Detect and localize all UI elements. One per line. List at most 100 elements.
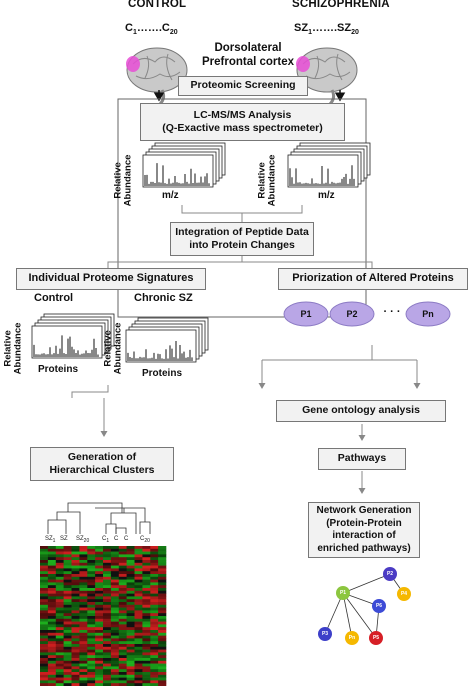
heatmap-cell [47, 646, 57, 650]
heatmap-cell [158, 655, 167, 659]
heatmap-cell [118, 621, 127, 625]
hierarchical-clusters-box: Generation of Hierarchical Clusters [30, 447, 174, 481]
heatmap-cell [40, 579, 49, 583]
heatmap-cell [110, 546, 120, 550]
heatmap-cell [63, 610, 72, 614]
heatmap-cell [55, 596, 64, 600]
heatmap-cell [55, 660, 64, 664]
heatmap-cell [158, 618, 167, 622]
heatmap-cell [134, 652, 143, 656]
heatmap-cell [55, 593, 64, 597]
heatmap-cell [150, 548, 159, 552]
heatmap-cell [150, 683, 159, 686]
heatmap-cell [142, 635, 151, 639]
heatmap-cell [110, 660, 120, 664]
heatmap-cell [134, 680, 143, 684]
heatmap-cell [55, 590, 64, 594]
protein-oval-p1 [283, 301, 329, 327]
heatmap-cell [134, 602, 143, 606]
heatmap-cell [47, 683, 57, 686]
heatmap-cell [71, 602, 80, 606]
heatmap-cell [40, 562, 49, 566]
heatmap-cell [158, 604, 167, 608]
heatmap-cell [71, 641, 80, 645]
heatmap-cell [63, 646, 72, 650]
heatmap-cell [87, 593, 96, 597]
heatmap-cell [63, 593, 72, 597]
heatmap-cell [95, 624, 104, 628]
heatmap-cell [118, 604, 127, 608]
heatmap-cell [118, 602, 127, 606]
heatmap-cell [134, 548, 143, 552]
heatmap-cell [126, 646, 135, 650]
heatmap-cell [87, 652, 96, 656]
heatmap-cell [79, 579, 88, 583]
heatmap-cell [87, 571, 96, 575]
heatmap-cell [103, 618, 112, 622]
heatmap-cell [134, 571, 143, 575]
heatmap-cell [71, 557, 80, 561]
heatmap-cell [40, 627, 49, 631]
heatmap-cell [134, 593, 143, 597]
heatmap-cell [87, 610, 96, 614]
heatmap-cell [63, 579, 72, 583]
heatmap-cell [103, 585, 112, 589]
heatmap-cell [71, 652, 80, 656]
heatmap-cell [87, 588, 96, 592]
heatmap-cell [47, 590, 57, 594]
protein-p1-label: P1 [300, 309, 312, 319]
heatmap-cell [47, 546, 57, 550]
heatmap-cell [158, 669, 167, 673]
heatmap-cell [134, 574, 143, 578]
heatmap-cell [79, 613, 88, 617]
heatmap-cell [40, 655, 49, 659]
heatmap-cell [150, 590, 159, 594]
heatmap-cell [63, 562, 72, 566]
heatmap-cell [87, 660, 96, 664]
heatmap-cell [110, 672, 120, 676]
heatmap-cell [79, 674, 88, 678]
heatmap-cell [110, 585, 120, 589]
heatmap-cell [71, 585, 80, 589]
heatmap-cell [71, 571, 80, 575]
heatmap-cell [55, 557, 64, 561]
heatmap-cell [47, 666, 57, 670]
heatmap-cell [63, 551, 72, 555]
heatmap-cell [87, 630, 96, 634]
signatures-box: Individual Proteome Signatures [16, 268, 206, 290]
heatmap-cell [118, 574, 127, 578]
heatmap-cell [150, 627, 159, 631]
heatmap-cell [142, 562, 151, 566]
heatmap-cell [47, 585, 57, 589]
heatmap-cell [118, 579, 127, 583]
heatmap-cell [55, 666, 64, 670]
heatmap-cell [79, 655, 88, 659]
heatmap-cell [126, 613, 135, 617]
heatmap-cell [55, 599, 64, 603]
heatmap-cell [47, 616, 57, 620]
heatmap-cell [55, 646, 64, 650]
heatmap-cell [158, 590, 167, 594]
heatmap-cell [118, 585, 127, 589]
heatmap-cell [87, 548, 96, 552]
proteins-sz-label: Proteins [142, 368, 183, 379]
connectors [71, 205, 421, 494]
heatmap-cell [150, 621, 159, 625]
protein-oval-pn [405, 301, 451, 327]
mz-left-label: m/z [162, 190, 179, 201]
heatmap-cell [87, 546, 96, 550]
heatmap-cell [134, 672, 143, 676]
heatmap-cell [95, 576, 104, 580]
heatmap-cell [47, 613, 57, 617]
heatmap-cell [63, 576, 72, 580]
heatmap-cell [150, 604, 159, 608]
heatmap-cell [47, 621, 57, 625]
heatmap-cell [71, 644, 80, 648]
heatmap-cell [142, 655, 151, 659]
heatmap-cell [87, 663, 96, 667]
heatmap-cell [150, 593, 159, 597]
heatmap-cell [126, 649, 135, 653]
spectrum-control-top [142, 154, 214, 188]
heatmap-cell [126, 571, 135, 575]
